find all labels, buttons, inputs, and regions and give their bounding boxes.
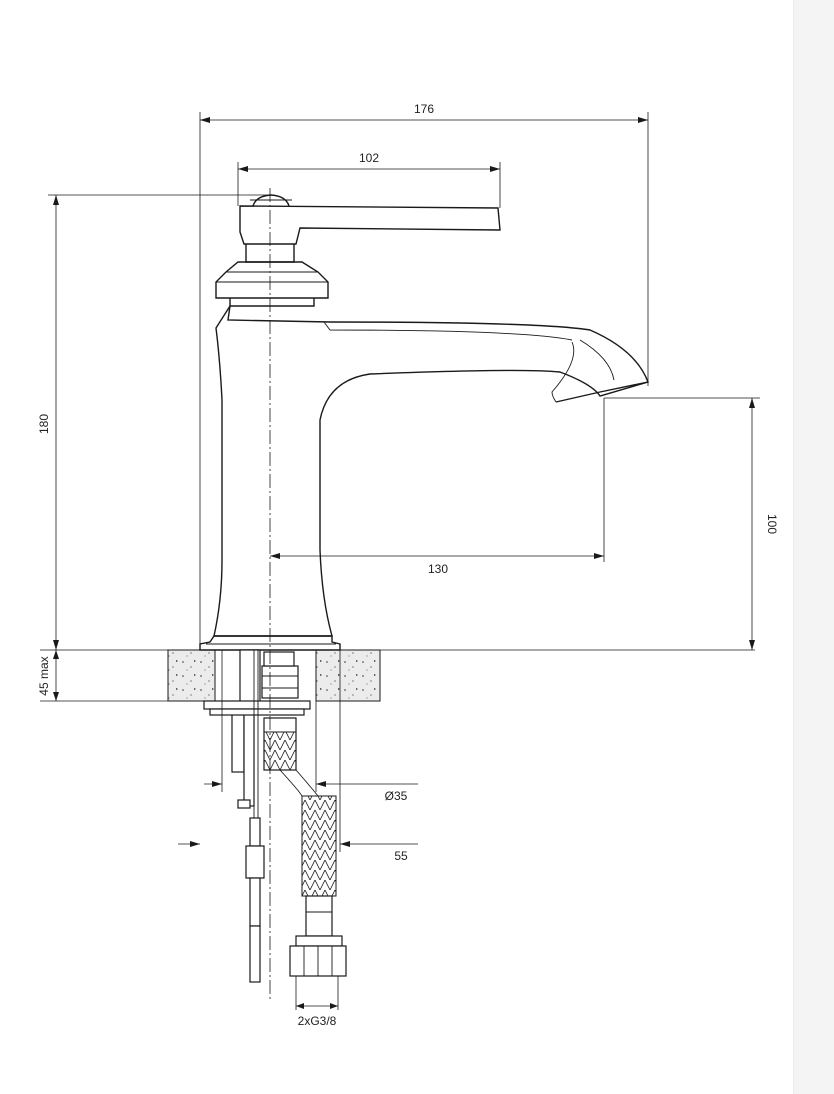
hole-diameter-label: Ø35 <box>385 789 408 803</box>
base-diameter-label: 55 <box>394 849 408 863</box>
handle-reach-label: 102 <box>359 151 379 165</box>
connection-label: 2xG3/8 <box>298 1014 337 1028</box>
spout-height-label: 100 <box>765 514 779 534</box>
dimension-counter-thickness: 45 max <box>37 650 59 701</box>
dimension-hole-diameter: Ø35 <box>204 650 418 803</box>
spout-reach-label: 130 <box>428 562 448 576</box>
dimension-base-diameter: 55 <box>178 650 418 863</box>
mounting-assembly <box>203 649 347 983</box>
dimension-spout-height: 100 <box>604 397 779 650</box>
overall-height-label: 180 <box>37 414 51 434</box>
dimension-connection: 2xG3/8 <box>295 976 339 1028</box>
dimension-handle-reach: 102 <box>237 151 501 208</box>
dimension-overall-height: 180 <box>37 194 270 650</box>
vertical-scrollbar[interactable] <box>793 0 834 1094</box>
faucet-body <box>199 194 649 651</box>
overall-width-label: 176 <box>414 102 434 116</box>
dimension-overall-width: 176 <box>199 102 649 650</box>
countertop <box>40 649 755 702</box>
dimension-spout-reach: 130 <box>270 398 605 576</box>
counter-thickness-label: 45 max <box>37 656 51 695</box>
